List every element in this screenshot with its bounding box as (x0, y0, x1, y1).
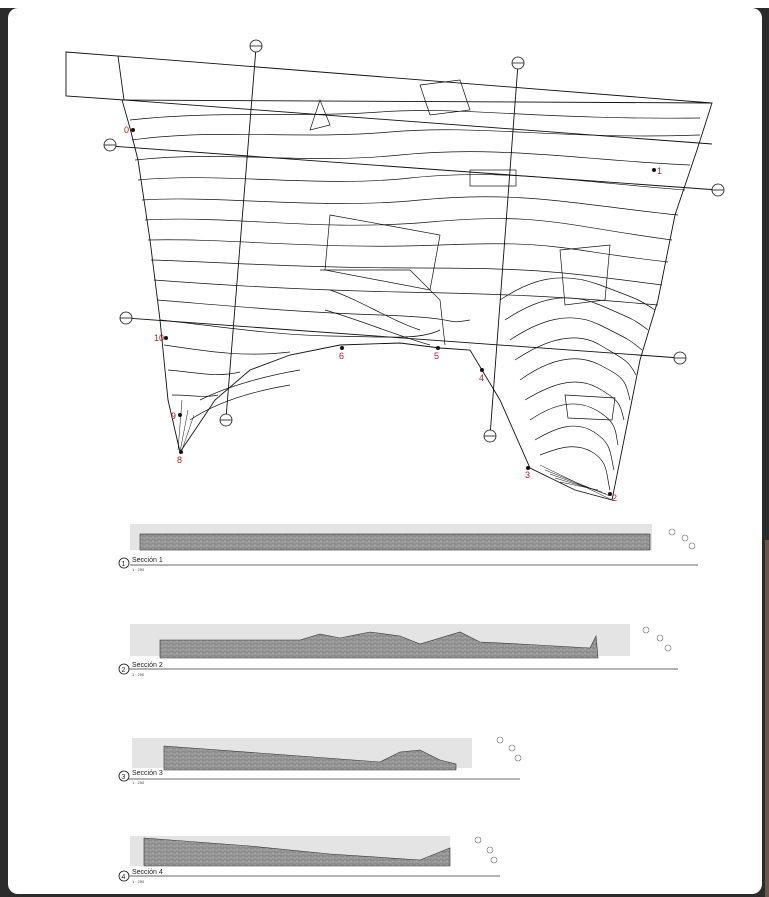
section-marker-icon (103, 138, 117, 152)
section-marker-icon (119, 311, 133, 325)
section-2-profile (159, 631, 599, 659)
section-scale: 1 : 250 (132, 879, 145, 884)
section-number: 2 (122, 667, 126, 674)
section-title: Sección 4 (132, 869, 163, 876)
section-3-profile (163, 745, 457, 771)
section-lines (109, 47, 719, 437)
point-label: 1 (657, 166, 662, 176)
lot-outlines (309, 79, 616, 421)
section-title: Sección 1 (132, 557, 163, 564)
point-label: 5 (434, 351, 439, 361)
section-1: 1 Sección 1 1 : 250 (118, 524, 698, 572)
site-plan (65, 47, 719, 501)
section-scale: 1 : 250 (132, 780, 145, 785)
level-marker-icon (474, 836, 498, 864)
point-label: 10 (154, 333, 164, 343)
section-1-profile (139, 533, 651, 551)
section-title: Sección 2 (132, 662, 163, 669)
survey-points (131, 128, 656, 496)
point-label: 2 (612, 493, 617, 503)
section-marker-icon (511, 56, 525, 70)
point-label: 8 (177, 455, 182, 465)
section-marker-icon (483, 429, 497, 443)
point-label: 6 (339, 351, 344, 361)
section-title: Sección 3 (132, 770, 163, 777)
point-label: 0 (124, 125, 129, 135)
section-3: 3 Sección 3 1 : 250 (118, 736, 522, 785)
topographic-drawing: 1 2 3 4 5 6 8 9 10 0 1 Sección 1 1 : 250… (65, 39, 725, 884)
section-2: 2 Sección 2 1 : 250 (118, 624, 678, 677)
steep-slope-hatch (177, 399, 613, 501)
plan-road-band (117, 55, 713, 145)
background-edge (765, 540, 769, 897)
point-label: 4 (479, 373, 484, 383)
section-scale: 1 : 250 (132, 672, 145, 677)
page-top-strip (0, 0, 769, 8)
section-marker-icon (219, 413, 233, 427)
section-number: 1 (122, 561, 126, 568)
section-markers (103, 39, 725, 443)
drawing-sheet: 1 2 3 4 5 6 8 9 10 0 1 Sección 1 1 : 250… (8, 8, 762, 894)
level-marker-icon (642, 626, 672, 652)
section-scale: 1 : 250 (132, 567, 145, 572)
plan-top-block (65, 51, 125, 101)
section-number: 3 (122, 774, 126, 781)
point-label: 3 (525, 470, 530, 480)
section-marker-icon (711, 183, 725, 197)
section-number: 4 (122, 874, 126, 881)
point-labels: 1 2 3 4 5 6 8 9 10 0 (124, 125, 662, 503)
contour-lines (129, 110, 701, 491)
section-4: 4 Sección 4 1 : 250 (118, 836, 500, 884)
point-label: 9 (171, 411, 176, 421)
plan-boundary (121, 99, 713, 501)
level-marker-icon (668, 528, 696, 550)
section-marker-icon (673, 351, 687, 365)
section-marker-icon (249, 39, 263, 53)
section-4-profile (143, 837, 451, 867)
level-marker-icon (496, 736, 522, 762)
